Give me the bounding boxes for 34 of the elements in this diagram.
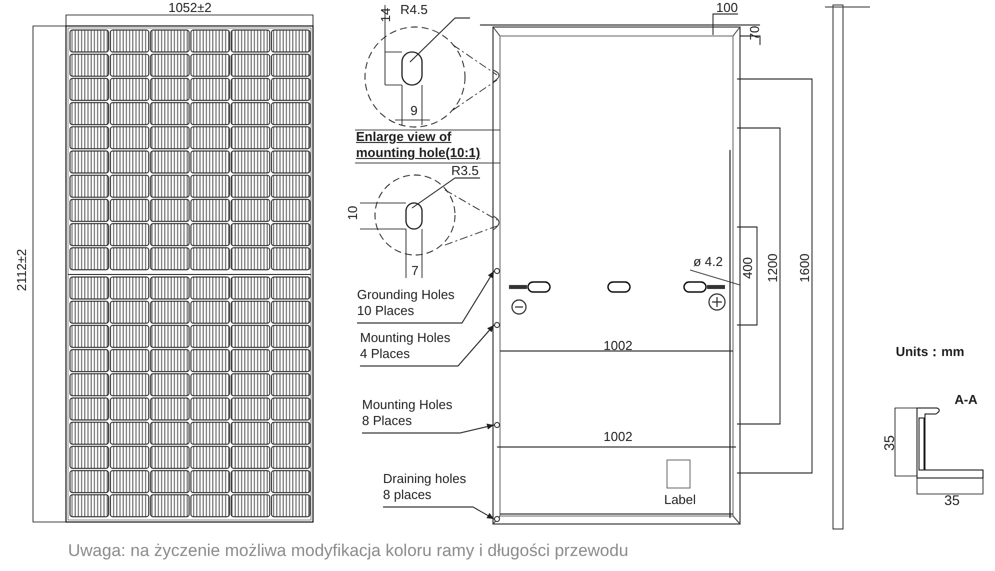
dimension-label: 14 — [378, 8, 394, 22]
dimension-label: R3.5 — [451, 163, 479, 179]
section-label: A-A — [954, 392, 978, 408]
part-label: Label — [664, 492, 696, 508]
dimension-label: 1002 — [604, 429, 632, 445]
view-title: Enlarge view of mounting hole(10:1) — [356, 129, 482, 161]
dimension-label: 2112±2 — [14, 248, 30, 292]
dimension-label: 10 — [345, 206, 361, 220]
callout-text: Grounding Holes 10 Places — [357, 287, 462, 319]
callout-text: Mounting Holes 4 Places — [360, 330, 458, 362]
dimension-label: 400 — [740, 257, 756, 279]
units-note: Units：mm — [896, 344, 964, 360]
dimension-label: ø 4.2 — [693, 254, 723, 270]
dimension-label: 1052±2 — [168, 0, 212, 16]
dimension-label: 35 — [944, 492, 960, 508]
callout-text: Mounting Holes 8 Places — [362, 397, 460, 429]
mounting-hole — [494, 322, 500, 328]
leader-line — [356, 270, 494, 324]
leader-line — [382, 506, 494, 520]
mounting-hole — [494, 422, 500, 428]
dimension-label: 100 — [716, 0, 738, 16]
dimension-label: 9 — [410, 103, 418, 119]
leader-line — [360, 324, 494, 366]
dimension-label: 35 — [881, 435, 897, 451]
caption: Uwaga: na życzenie możliwa modyfikacja koloru ramy i długości przewodu — [68, 540, 628, 562]
dimension-label: 7 — [411, 263, 419, 279]
dimension-label: 1002 — [604, 338, 632, 354]
draining-hole — [494, 516, 500, 522]
dimension-label: 1200 — [765, 254, 781, 282]
callout-text: Draining holes 8 places — [383, 471, 473, 503]
grounding-hole — [494, 268, 500, 274]
dimension-label: R4.5 — [400, 2, 428, 18]
dimension-label: 1600 — [797, 254, 813, 282]
leader-line — [362, 424, 494, 434]
